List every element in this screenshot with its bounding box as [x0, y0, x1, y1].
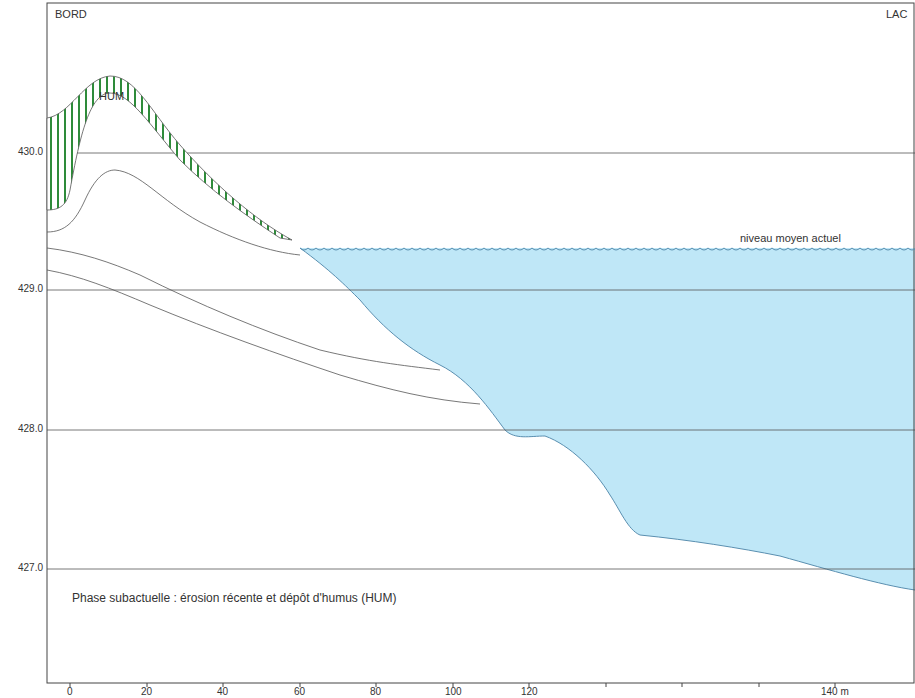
distance-label: 80: [370, 686, 381, 698]
humus-layer: [47, 76, 292, 240]
side-label: LAC: [886, 8, 907, 21]
layer-label: HUM: [99, 90, 124, 103]
distance-label: 40: [217, 686, 228, 698]
water-level-label: niveau moyen actuel: [740, 232, 841, 245]
distance-label: 20: [141, 686, 152, 698]
elevation-label: 427.0: [18, 562, 43, 574]
phase-note: Phase subactuelle : érosion récente et d…: [72, 591, 396, 605]
elevation-label: 429.0: [18, 283, 43, 295]
lake-bed: [300, 248, 915, 590]
elevation-label: 430.0: [18, 146, 43, 158]
elevation-label: 428.0: [18, 423, 43, 435]
lake-water: [300, 248, 915, 590]
distance-label: 120: [521, 686, 538, 698]
distance-label: 100: [445, 686, 462, 698]
distance-label: 60: [294, 686, 305, 698]
side-label: BORD: [55, 8, 87, 21]
distance-label: 0: [67, 686, 73, 698]
distance-label: 140 m: [821, 686, 849, 698]
